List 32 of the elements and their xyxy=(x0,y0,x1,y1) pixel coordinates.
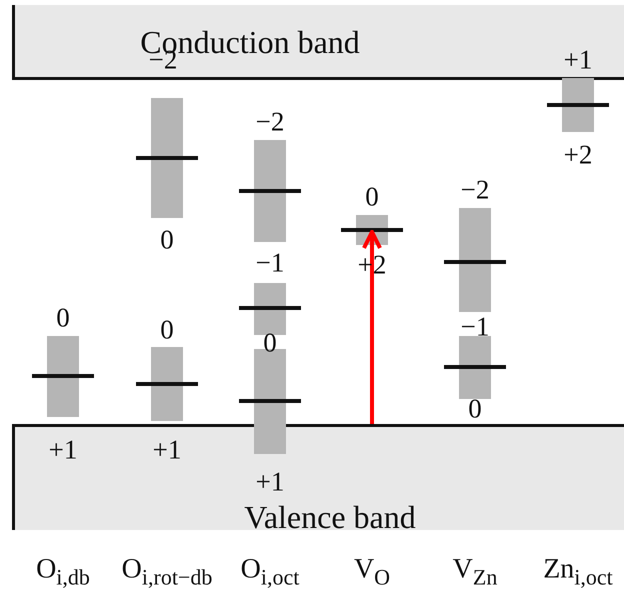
defect-label: O$_{i,db}$ xyxy=(36,556,90,588)
defect-label: O$_{i,oct}$ xyxy=(240,556,300,588)
defect-level-bar xyxy=(47,336,79,417)
charge-state-label: 0 xyxy=(263,330,277,356)
charge-state-label: +1 xyxy=(48,436,78,464)
charge-state-label: 0 xyxy=(56,304,70,332)
charge-state-label: +1 xyxy=(564,46,592,74)
charge-state-label: 0 xyxy=(365,184,379,210)
defect-level-bar xyxy=(459,208,491,312)
charge-state-label: +1 xyxy=(152,436,182,464)
charge-state-label: +2 xyxy=(564,142,592,168)
defect-level-bar xyxy=(254,283,286,335)
defect-level-bar xyxy=(459,336,491,399)
defect-level-bar xyxy=(254,140,286,242)
defect-level-bar xyxy=(151,347,183,421)
defect-label: O$_{i,rot−db}$ xyxy=(122,556,212,588)
charge-state-label: −2 xyxy=(460,176,490,204)
defect-label: V$_{O}$ xyxy=(354,556,390,588)
defect-level-bar xyxy=(151,98,183,218)
charge-state-label: −1 xyxy=(256,250,284,276)
charge-state-label: 0 xyxy=(160,226,174,254)
valence-band xyxy=(12,424,624,530)
charge-state-label: 0 xyxy=(468,396,482,422)
conduction-band xyxy=(12,5,624,80)
defect-label: Zn$_{i,oct}$ xyxy=(543,556,613,588)
defect-level-bar xyxy=(562,78,594,132)
charge-state-label: −1 xyxy=(460,314,490,340)
defect-label: V$_{Zn}$ xyxy=(452,556,498,588)
charge-state-label: −2 xyxy=(256,108,284,136)
charge-state-label: +1 xyxy=(256,468,284,496)
band-label: Valence band xyxy=(244,501,416,533)
charge-state-label: 0 xyxy=(160,316,174,344)
